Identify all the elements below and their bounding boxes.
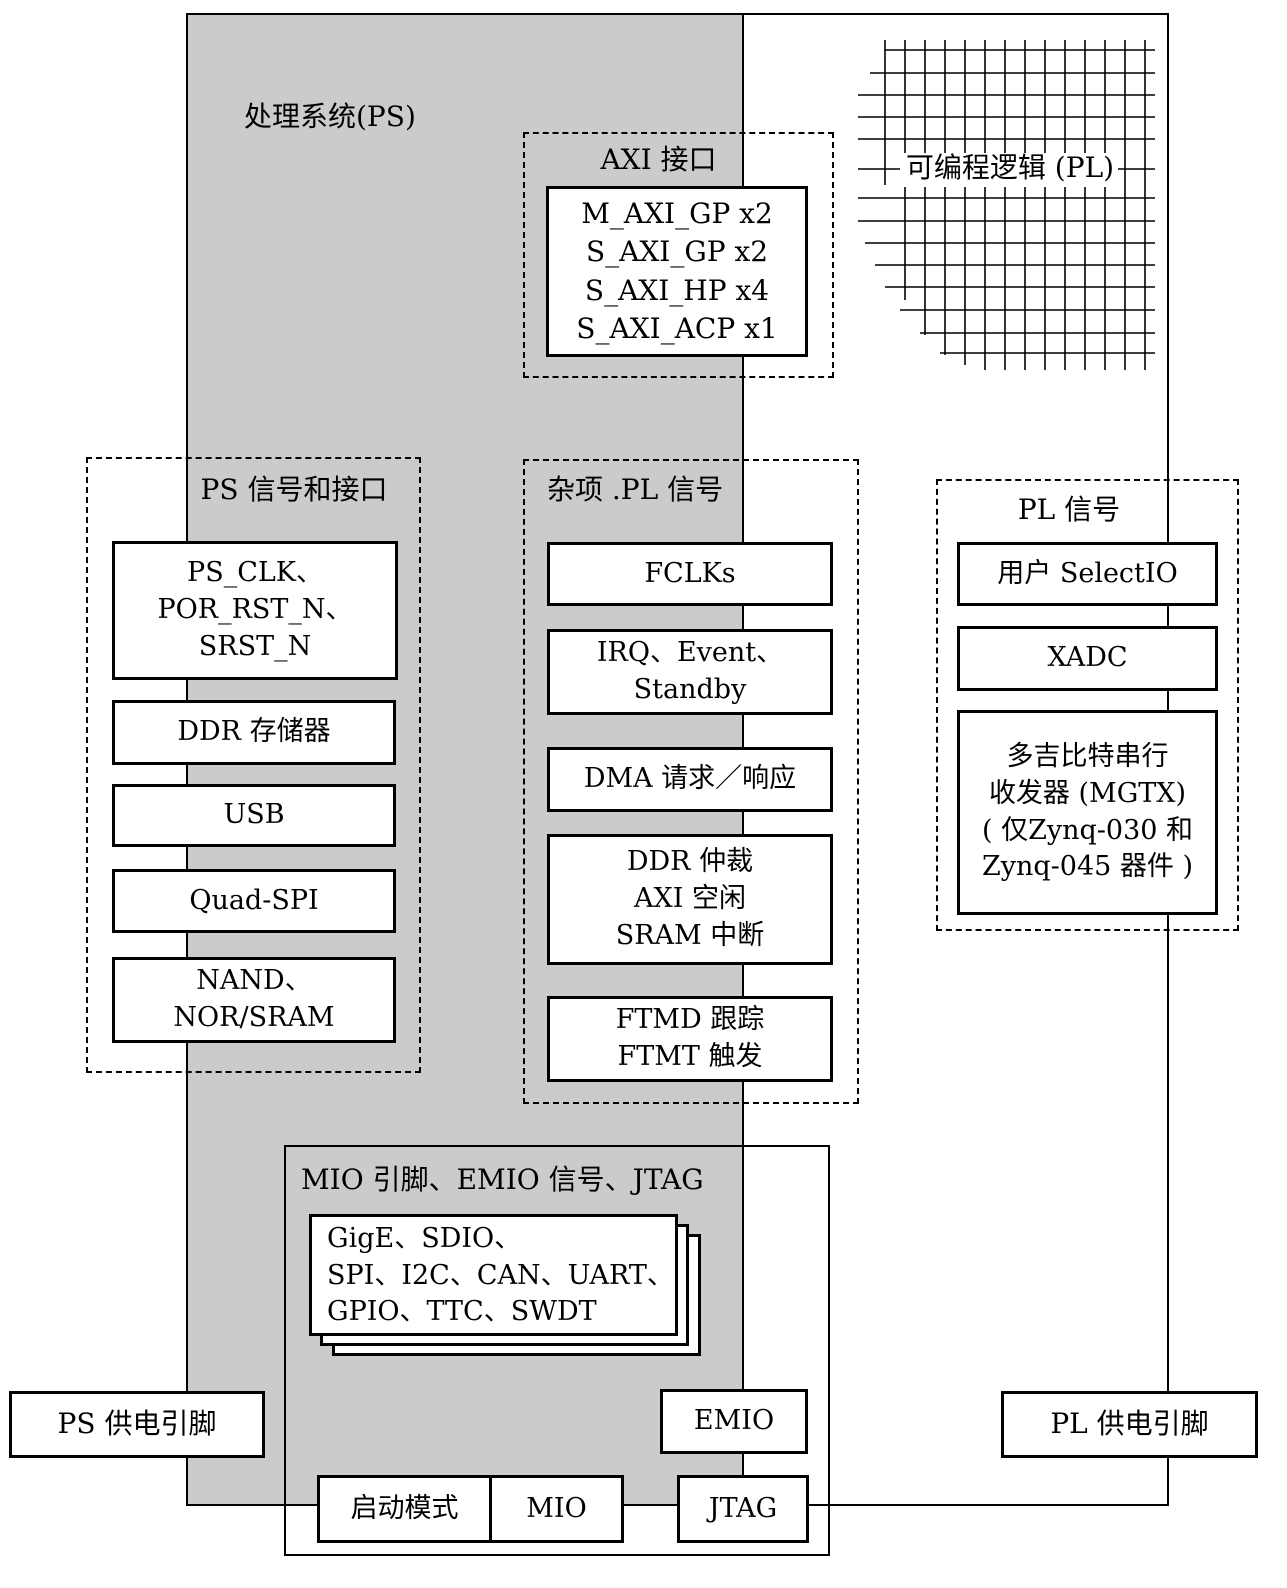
- misc-pl-title: 杂项 .PL 信号: [547, 473, 724, 506]
- usb-box: USB: [112, 784, 396, 847]
- mio-group: [284, 1145, 830, 1556]
- pl-power-pins-box: PL 供电引脚: [1001, 1391, 1258, 1458]
- nand-box: NAND、 NOR/SRAM: [112, 957, 396, 1043]
- selectio-box: 用户 SelectIO: [957, 542, 1218, 606]
- ddr-arbitration-box: DDR 仲裁 AXI 空闲 SRAM 中断: [547, 834, 833, 965]
- ps-title: 处理系统(PS): [244, 100, 416, 133]
- quad-spi-box: Quad-SPI: [112, 869, 396, 933]
- axi-line: M_AXI_GP x2: [581, 197, 773, 231]
- xadc-box: XADC: [957, 626, 1218, 691]
- axi-line: S_AXI_ACP x1: [576, 311, 778, 345]
- mio-box: MIO: [489, 1475, 624, 1543]
- peripheral-line: SPI、I2C、CAN、UART、: [327, 1259, 674, 1291]
- ps-power-pins-box: PS 供电引脚: [9, 1391, 265, 1458]
- mio-title: MIO 引脚、EMIO 信号、JTAG: [301, 1163, 704, 1196]
- ddr-memory-box: DDR 存储器: [112, 700, 396, 765]
- pl-title: 可编程逻辑 (PL): [905, 151, 1115, 184]
- ps-signals-group: [86, 457, 421, 1073]
- axi-ports-box: M_AXI_GP x2 S_AXI_GP x2 S_AXI_HP x4 S_AX…: [546, 186, 808, 357]
- mgtx-line: ( 仅Zynq-030 和: [981, 814, 1194, 846]
- axi-line: S_AXI_GP x2: [585, 235, 769, 269]
- ddr-arb-line: AXI 空闲: [634, 883, 746, 915]
- ps-clk-line: SRST_N: [198, 630, 312, 662]
- mgtx-line: 多吉比特串行: [1006, 741, 1169, 773]
- ps-clk-box: PS_CLK、 POR_RST_N、 SRST_N: [112, 541, 398, 680]
- axi-line: S_AXI_HP x4: [584, 273, 770, 307]
- irq-line: IRQ、Event、: [596, 637, 784, 669]
- nand-line: NOR/SRAM: [173, 1002, 335, 1033]
- boot-mode-box: 启动模式: [317, 1475, 492, 1543]
- irq-line: Standby: [633, 674, 747, 705]
- mgtx-line: Zynq-045 器件 ): [981, 851, 1194, 883]
- pl-signals-group: [936, 479, 1239, 931]
- peripheral-box: GigE、SDIO、 SPI、I2C、CAN、UART、 GPIO、TTC、SW…: [309, 1214, 678, 1336]
- peripheral-line: GigE、SDIO、: [327, 1223, 522, 1254]
- ps-clk-line: POR_RST_N、: [157, 594, 353, 626]
- dma-box: DMA 请求／响应: [547, 747, 833, 812]
- pl-signals-title: PL 信号: [1017, 493, 1121, 526]
- fclks-box: FCLKs: [547, 542, 833, 606]
- ftm-box: FTMD 跟踪 FTMT 触发: [547, 996, 833, 1082]
- ps-signals-title: PS 信号和接口: [200, 473, 388, 506]
- ftm-line: FTMD 跟踪: [615, 1004, 765, 1036]
- mgtx-line: 收发器 (MGTX): [988, 777, 1187, 809]
- axi-title: AXI 接口: [600, 143, 717, 176]
- peripheral-line: GPIO、TTC、SWDT: [327, 1296, 597, 1328]
- emio-box: EMIO: [660, 1389, 808, 1454]
- pl-fabric-grid: [858, 40, 1155, 370]
- axi-interface-group: [523, 132, 834, 378]
- ddr-arb-line: DDR 仲裁: [626, 846, 754, 878]
- nand-line: NAND、: [196, 965, 312, 997]
- ps-clk-line: PS_CLK、: [187, 557, 323, 589]
- ftm-line: FTMT 触发: [617, 1041, 763, 1072]
- irq-box: IRQ、Event、 Standby: [547, 629, 833, 715]
- mgtx-box: 多吉比特串行 收发器 (MGTX) ( 仅Zynq-030 和 Zynq-045…: [957, 710, 1218, 915]
- ddr-arb-line: SRAM 中断: [615, 919, 765, 951]
- jtag-box: JTAG: [677, 1475, 809, 1543]
- misc-pl-signals-group: [523, 459, 859, 1104]
